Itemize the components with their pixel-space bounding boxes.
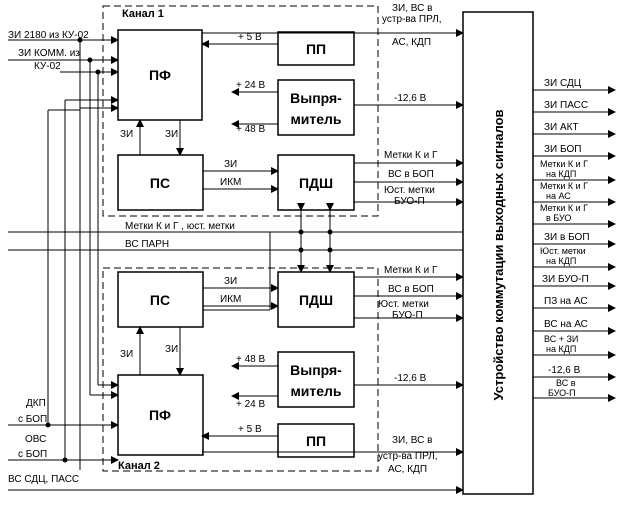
out-label: БУО-П — [548, 388, 576, 398]
pp-label-2: ПП — [306, 433, 326, 449]
ch2-out-yust-1: Юст. метки — [378, 299, 429, 310]
ch2-p5: + 5 В — [238, 424, 262, 435]
ch1-wires — [136, 29, 464, 206]
mid-wires — [8, 203, 463, 273]
ch1-out-yust-1: Юст. метки — [384, 185, 435, 196]
channel-2-label: Канал 2 — [118, 460, 160, 472]
out-label: Метки К и Г — [540, 181, 588, 191]
rectifier-label-2b: митель — [290, 383, 341, 399]
pdsh-block-1 — [277, 154, 355, 211]
ps-label-2: ПС — [150, 292, 170, 308]
out-label: Юст. метки — [540, 246, 586, 256]
ch2-zi-up: ЗИ — [120, 349, 133, 360]
ch1-out-zi-vs-2: устр-ва ПРЛ, — [382, 14, 442, 25]
pf-label-2: ПФ — [149, 407, 171, 423]
pf-block-1 — [117, 29, 203, 121]
ch1-out-vs-bop: ВС в БОП — [388, 169, 434, 180]
output-wires — [533, 86, 616, 402]
out-label: ЗИ БОП — [544, 144, 581, 155]
input-ovs-1: ОВС — [25, 434, 46, 445]
pdsh-block-2 — [277, 271, 355, 328]
ch2-out-zi-vs-3: АС, КДП — [388, 464, 427, 475]
pp-label-1: ПП — [306, 41, 326, 57]
rectifier-block-2 — [277, 351, 355, 408]
switch-label: Устройство коммутации выходных сигналов — [491, 109, 506, 400]
ch1-ikm: ИКМ — [220, 177, 241, 188]
channel-1-frame — [102, 5, 379, 217]
ch1-out-yust-2: БУО-П — [394, 196, 425, 207]
out-label: ВС на АС — [544, 319, 588, 330]
ch2-zi-ps: ЗИ — [224, 276, 237, 287]
out-label: ПЗ на АС — [544, 296, 588, 307]
mid-label-vs-parn: ВС ПАРН — [125, 239, 169, 250]
ch1-out-v126: -12,6 В — [394, 93, 427, 104]
channel-2-frame — [102, 267, 379, 472]
output-labels: ЗИ СДЦ ЗИ ПАСС ЗИ АКТ ЗИ БОП Метки К и Г… — [540, 78, 590, 398]
input-vs-sdc: ВС СДЦ, ПАСС — [8, 474, 79, 485]
ch1-out-metki: Метки К и Г — [384, 150, 438, 161]
ch1-zi-up: ЗИ — [120, 129, 133, 140]
ch2-ikm: ИКМ — [220, 294, 241, 305]
rectifier-label-1b: митель — [290, 111, 341, 127]
ch1-p48: + 48 В — [236, 124, 266, 135]
ch1-out-zi-vs-3: АС, КДП — [392, 37, 431, 48]
ch2-wires — [136, 232, 464, 456]
out-label: на КДП — [546, 169, 576, 179]
ch1-out-zi-vs-1: ЗИ, ВС в — [392, 3, 432, 14]
input-ovs-2: с БОП — [18, 449, 47, 460]
out-label: -12,6 В — [548, 365, 581, 376]
ch2-out-v126: -12,6 В — [394, 373, 427, 384]
channel-1-label: Канал 1 — [122, 8, 164, 20]
out-label: ЗИ ПАСС — [544, 100, 588, 111]
out-label: ЗИ СДЦ — [544, 78, 582, 89]
out-label: на КДП — [546, 256, 576, 266]
out-label: на АС — [546, 191, 571, 201]
mid-label-marks: Метки К и Г , юст. метки — [125, 221, 235, 232]
ps-block-1 — [117, 154, 204, 211]
out-label: на КДП — [546, 344, 576, 354]
switch-block — [462, 11, 534, 495]
out-label: ЗИ в БОП — [544, 232, 590, 243]
pdsh-label-2: ПДШ — [299, 292, 333, 308]
out-label: ЗИ БУО-П — [542, 274, 589, 285]
out-label: в БУО — [546, 213, 571, 223]
rectifier-label-1a: Выпря- — [290, 90, 342, 106]
out-label: ВС в — [556, 378, 576, 388]
ch2-out-metki: Метки К и Г — [384, 265, 438, 276]
ch1-p24: + 24 В — [236, 80, 266, 91]
out-label: Метки К и Г — [540, 159, 588, 169]
input-dkp-1: ДКП — [26, 398, 46, 409]
input-zi-komm: ЗИ КОММ. из — [18, 48, 80, 59]
ps-label-1: ПС — [150, 175, 170, 191]
out-label: ЗИ АКТ — [544, 122, 579, 133]
ch2-out-vs-bop: ВС в БОП — [388, 284, 434, 295]
ch2-zi-down: ЗИ — [165, 344, 178, 355]
out-label: Метки К и Г — [540, 203, 588, 213]
rectifier-block-1 — [277, 79, 355, 136]
input-dkp-2: с БОП — [18, 414, 47, 425]
ch2-out-yust-2: БУО-П — [392, 310, 423, 321]
ch1-p5: + 5 В — [238, 32, 262, 43]
ch1-zi-down: ЗИ — [165, 129, 178, 140]
ch2-out-zi-vs-1: ЗИ, ВС в — [392, 435, 432, 446]
pf-block-2 — [117, 374, 204, 456]
pdsh-label-1: ПДШ — [299, 175, 333, 191]
input-zi2180: ЗИ 2180 из КУ-02 — [8, 30, 89, 41]
rectifier-label-2a: Выпря- — [290, 362, 342, 378]
pp-block-1 — [277, 31, 355, 66]
ps-block-2 — [117, 271, 204, 328]
ch2-out-zi-vs-2: устр-ва ПРЛ, — [378, 451, 438, 462]
out-label: ВС + ЗИ — [544, 334, 578, 344]
input-ku02: КУ-02 — [34, 61, 61, 72]
pf-label-1: ПФ — [149, 67, 171, 83]
ch2-p48: + 48 В — [236, 354, 266, 365]
ch2-p24: + 24 В — [236, 399, 266, 410]
ch1-zi-ps: ЗИ — [224, 159, 237, 170]
